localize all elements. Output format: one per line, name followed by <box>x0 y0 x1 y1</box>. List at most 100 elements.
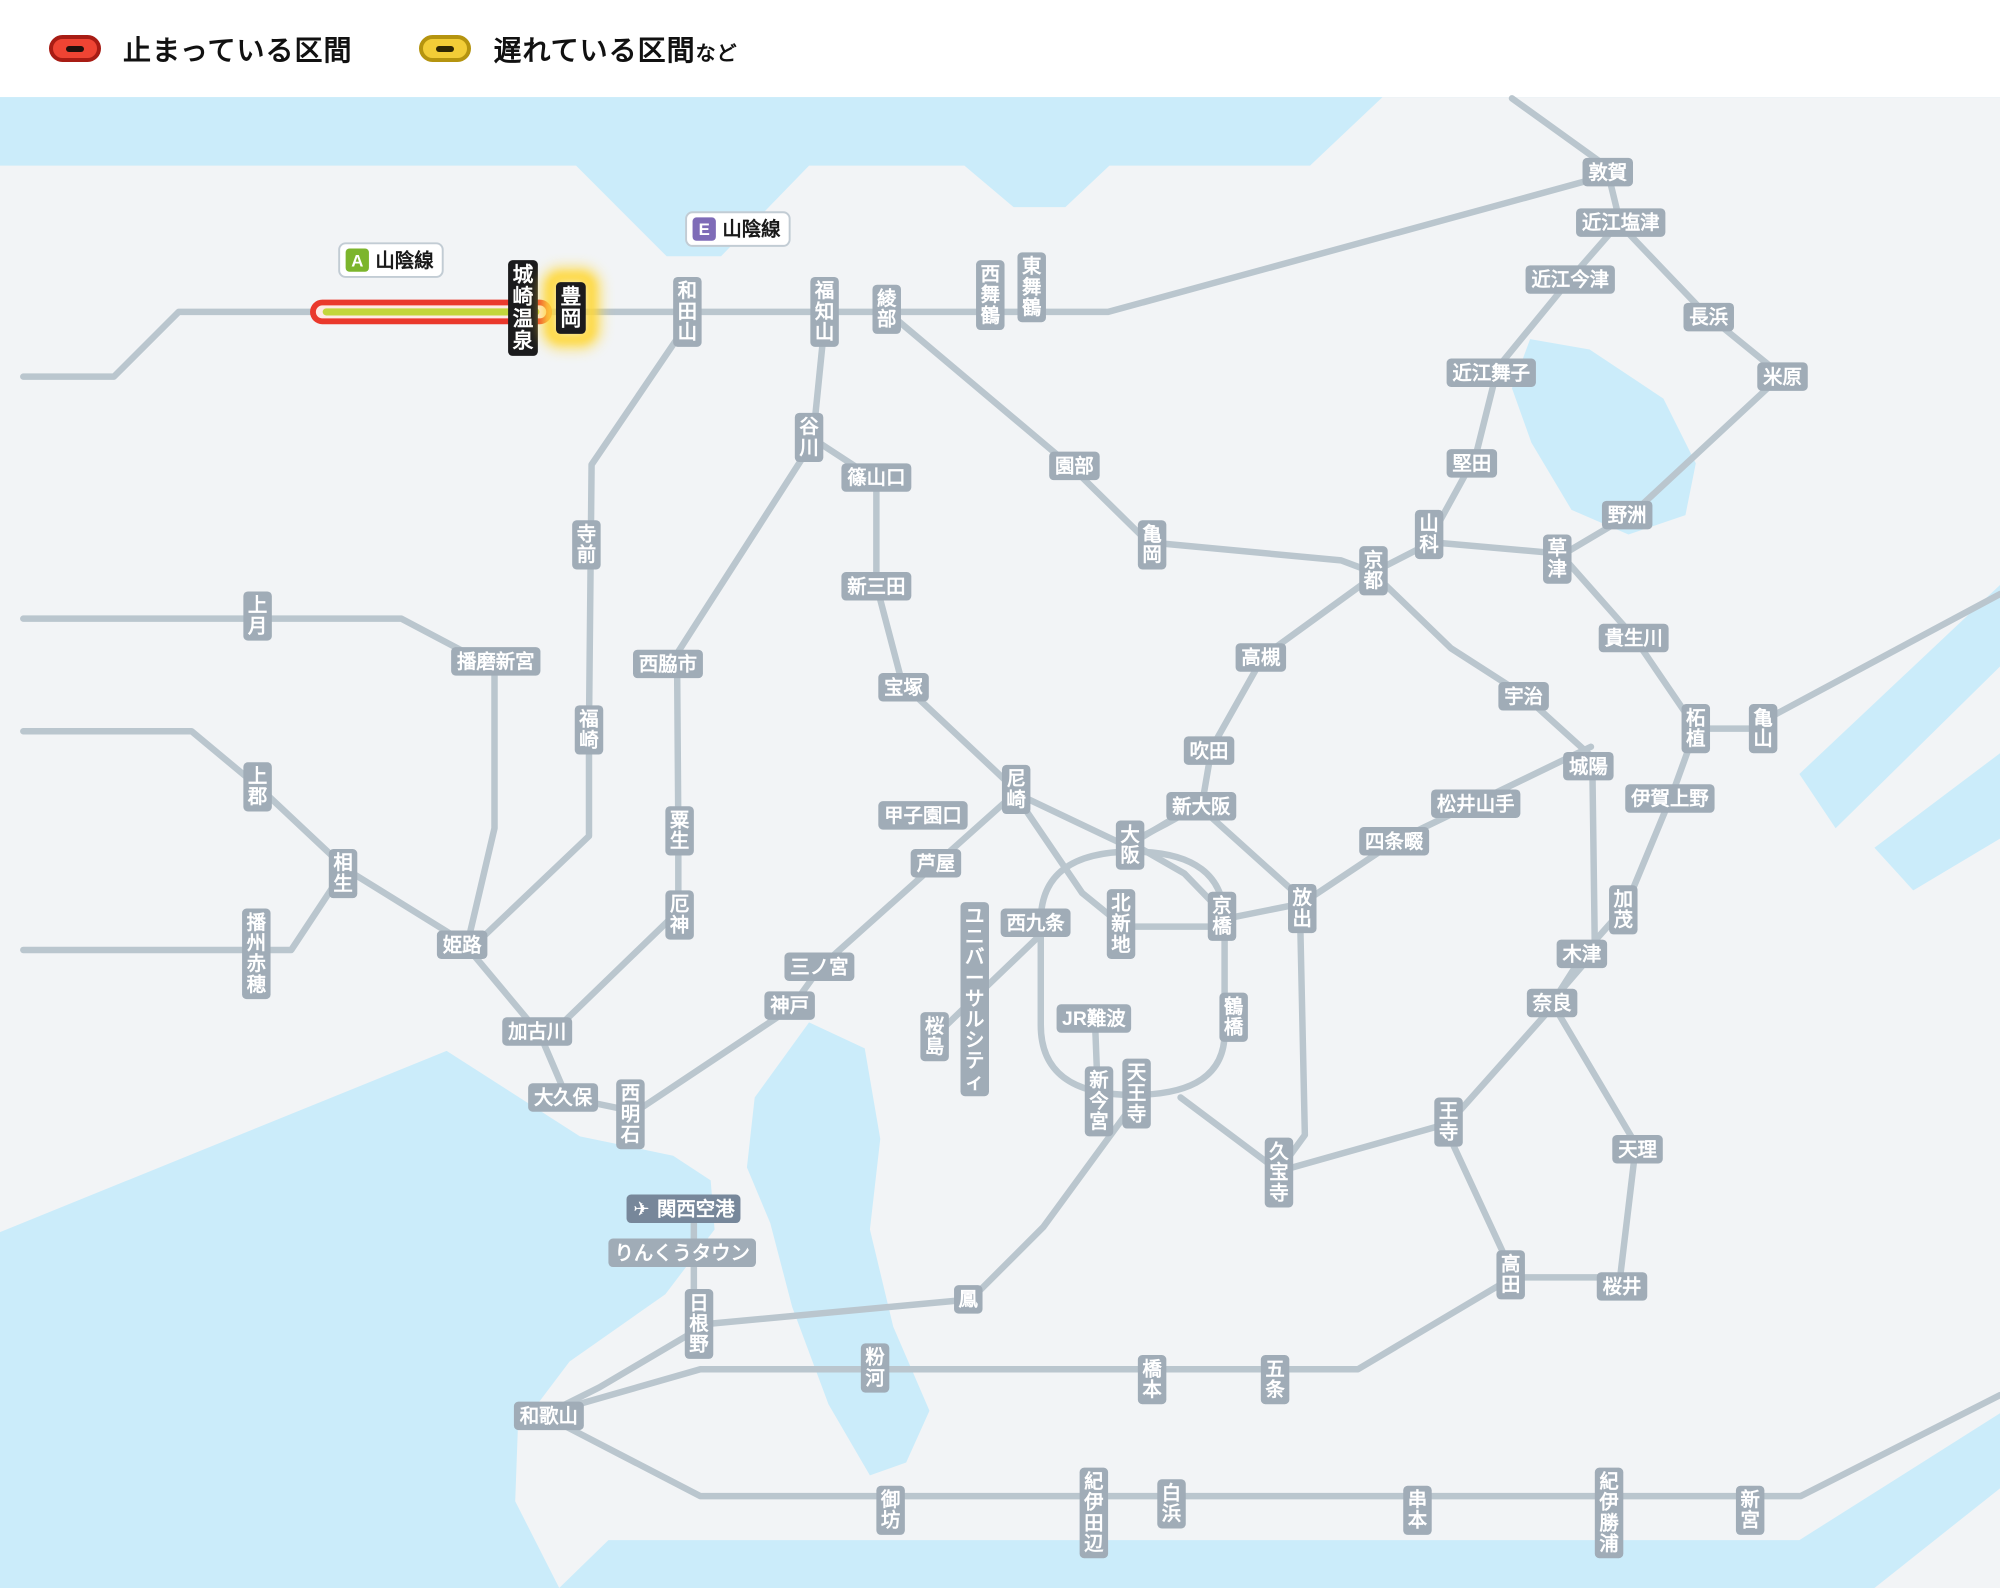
svg-text:崎: 崎 <box>1006 788 1026 811</box>
svg-text:大: 大 <box>1120 823 1140 846</box>
station-label: 加古川 <box>502 1017 573 1046</box>
svg-text:温: 温 <box>513 307 534 331</box>
svg-text:草: 草 <box>1548 537 1567 560</box>
svg-text:園部: 園部 <box>1055 455 1094 478</box>
svg-text:崎: 崎 <box>513 285 534 309</box>
rail-line <box>1556 1012 1639 1147</box>
svg-text:桜井: 桜井 <box>1603 1275 1642 1298</box>
station-label: 播磨新宮 <box>451 647 541 676</box>
station-label: 相生 <box>328 849 358 899</box>
station-label: 和歌山 <box>513 1401 584 1431</box>
svg-text:浜: 浜 <box>1162 1503 1182 1525</box>
station-label: 久宝寺 <box>1264 1137 1294 1208</box>
svg-text:山: 山 <box>1753 728 1772 750</box>
svg-text:根: 根 <box>689 1312 709 1335</box>
svg-text:亀: 亀 <box>1753 707 1772 729</box>
svg-text:知: 知 <box>815 300 834 323</box>
svg-text:新: 新 <box>1740 1488 1759 1511</box>
svg-text:シ: シ <box>965 1030 984 1052</box>
svg-text:王: 王 <box>1439 1101 1458 1123</box>
station-label: 亀岡 <box>1137 520 1167 570</box>
delayed-dash-icon <box>436 45 455 52</box>
svg-text:関西空港: 関西空港 <box>657 1197 735 1220</box>
svg-text:木津: 木津 <box>1561 942 1601 965</box>
station-label: 京橋 <box>1207 891 1237 941</box>
svg-text:米原: 米原 <box>1763 365 1802 388</box>
svg-text:京: 京 <box>1212 894 1231 917</box>
svg-text:厄: 厄 <box>670 894 690 916</box>
svg-text:近江今津: 近江今津 <box>1531 268 1609 291</box>
svg-text:部: 部 <box>877 308 896 331</box>
station-label: 宝塚 <box>878 672 929 702</box>
station-label: 敦賀 <box>1582 157 1634 187</box>
svg-text:寺: 寺 <box>1127 1102 1146 1125</box>
svg-text:篠山口: 篠山口 <box>847 466 905 489</box>
svg-text:条: 条 <box>1265 1378 1285 1401</box>
station-label: 近江舞子 <box>1446 358 1536 387</box>
stopped-dash-icon <box>66 45 84 52</box>
lake-biwa <box>1511 339 1696 535</box>
svg-text:紀: 紀 <box>1599 1470 1619 1493</box>
station-label: 米原 <box>1757 362 1808 391</box>
station-label: 尼崎 <box>1001 764 1031 815</box>
station-label: 新大阪 <box>1166 792 1237 821</box>
station-label: 放出 <box>1288 883 1317 934</box>
station-label: 鶴橋 <box>1219 992 1248 1042</box>
line-badge-label: 山陰線 <box>722 218 781 241</box>
station-label: 谷川 <box>794 412 824 463</box>
station-label: 吹田 <box>1183 736 1235 765</box>
station-label: 高田 <box>1496 1250 1525 1300</box>
sea-wedge-east-2 <box>1874 753 2000 891</box>
svg-text:天: 天 <box>1127 1062 1147 1084</box>
svg-text:播: 播 <box>247 912 267 934</box>
svg-text:城: 城 <box>513 263 534 287</box>
svg-text:紀: 紀 <box>1084 1470 1104 1493</box>
svg-text:寺: 寺 <box>1439 1120 1458 1143</box>
svg-text:加: 加 <box>1613 888 1633 910</box>
station-label: 寺前 <box>572 520 601 570</box>
svg-text:E: E <box>699 220 710 239</box>
svg-text:久: 久 <box>1269 1140 1289 1163</box>
svg-text:津: 津 <box>1548 557 1567 580</box>
station-label: 貴生川 <box>1598 623 1669 653</box>
svg-text:五: 五 <box>1265 1358 1284 1380</box>
svg-text:本: 本 <box>1408 1509 1428 1532</box>
svg-text:貴生川: 貴生川 <box>1605 627 1663 650</box>
svg-text:伊賀上野: 伊賀上野 <box>1630 787 1709 810</box>
svg-text:天理: 天理 <box>1618 1139 1657 1161</box>
svg-text:播磨新宮: 播磨新宮 <box>457 650 535 673</box>
svg-text:西: 西 <box>621 1083 640 1105</box>
line-badge-label: 山陰線 <box>375 249 434 272</box>
station-label: 加茂 <box>1609 885 1638 935</box>
station-label: 西脇市 <box>633 649 703 679</box>
svg-text:宇治: 宇治 <box>1504 685 1543 708</box>
rail-line <box>1762 590 2000 723</box>
svg-text:島: 島 <box>925 1035 944 1058</box>
station-label: 豊岡 <box>539 265 603 351</box>
station-label: 粉河 <box>860 1343 890 1393</box>
station-label: 山科 <box>1414 509 1444 560</box>
legend-delayed-suffix: など <box>695 42 738 65</box>
svg-text:野: 野 <box>689 1334 709 1356</box>
svg-text:奈良: 奈良 <box>1532 992 1572 1015</box>
station-label: 福知山 <box>810 276 839 347</box>
svg-text:福: 福 <box>578 708 598 731</box>
station-label: 串本 <box>1403 1485 1432 1535</box>
svg-text:鶴: 鶴 <box>1224 995 1243 1018</box>
station-label: 東舞鶴 <box>1017 252 1046 323</box>
station-label: 鳳 <box>954 1285 983 1314</box>
svg-text:赤: 赤 <box>247 952 267 975</box>
svg-text:新三田: 新三田 <box>847 575 905 598</box>
station-label: 木津 <box>1556 939 1608 969</box>
line-badge-E: E 山陰線 <box>685 211 791 247</box>
svg-text:浦: 浦 <box>1599 1532 1618 1555</box>
station-label: 桜井 <box>1596 1272 1648 1301</box>
svg-text:御: 御 <box>880 1488 900 1511</box>
svg-text:京: 京 <box>1364 548 1383 571</box>
svg-text:粟: 粟 <box>669 810 690 832</box>
svg-text:東: 東 <box>1022 255 1042 278</box>
legend-stopped-label: 止まっている区間 <box>123 34 353 66</box>
delay-glow <box>546 272 596 344</box>
